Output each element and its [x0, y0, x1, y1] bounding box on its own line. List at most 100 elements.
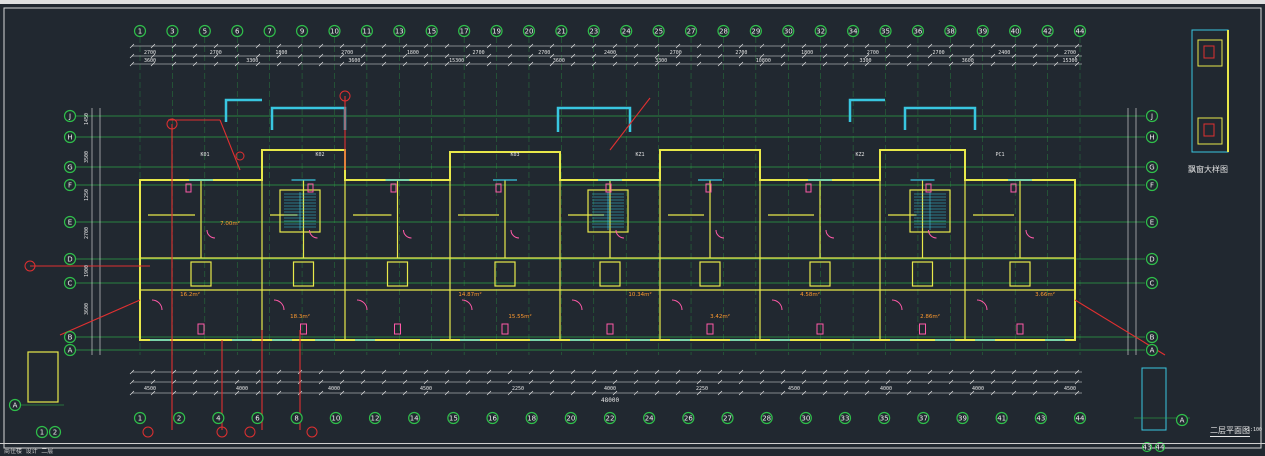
dimension-ticks: [129, 43, 1080, 396]
axis-label: 15: [449, 415, 458, 423]
axis-label: 8: [294, 415, 298, 423]
axis-bubble: 7: [263, 24, 276, 38]
dimension-value: 3300: [246, 58, 258, 64]
axis-label: 12: [371, 415, 380, 423]
axis-bubble: A: [1175, 413, 1189, 427]
dimension-value: 1900: [84, 265, 90, 277]
axis-bubble: A: [8, 398, 22, 412]
axis-label: 4: [216, 415, 221, 423]
axis-label: A: [68, 347, 73, 355]
axis-label: H: [67, 134, 72, 142]
axis-label: 13: [395, 28, 404, 36]
axis-bubble: 8: [290, 411, 303, 425]
axis-label: 40: [1011, 28, 1020, 36]
dimension-value: 2250: [696, 386, 708, 392]
footer-label: 商住楼 设计 二层: [4, 448, 54, 455]
axis-bubble: 15: [447, 411, 460, 425]
axis-label: 15: [427, 28, 436, 36]
axis-label: 11: [362, 28, 371, 36]
drawing-scale: 1:100: [1247, 427, 1263, 433]
axis-bubble: 27: [684, 24, 698, 38]
axis-label: A: [1180, 417, 1185, 425]
axis-bubble: 6: [251, 411, 264, 425]
interior-walls: [139, 180, 1076, 340]
dimension-value: 1800: [407, 50, 419, 56]
axis-label: 35: [881, 28, 890, 36]
dimension-value: 3600: [553, 58, 565, 64]
axis-label: 2: [53, 429, 57, 437]
axis-bubble: 13: [393, 24, 406, 38]
axis-label: 38: [946, 28, 955, 36]
axis-bubble: 39: [956, 411, 969, 425]
dimension-value: 3300: [860, 58, 872, 64]
axis-bubble: 30: [782, 24, 795, 38]
dimension-value: 3600: [84, 303, 90, 315]
dimension-value: 4500: [420, 386, 432, 392]
axis-bubble: 26: [682, 411, 695, 425]
component-tag: K01: [200, 152, 209, 158]
axis-bubble: 18: [525, 411, 538, 425]
axis-label: 20: [525, 28, 534, 36]
axis-label: 44: [1076, 415, 1085, 423]
dimension-chains: [91, 45, 1137, 394]
axis-label: H: [1149, 134, 1154, 142]
axis-label: 37: [919, 415, 928, 423]
axis-bubble: 2: [173, 411, 186, 425]
axis-label: 14: [410, 415, 419, 423]
axis-bubble: 44: [1073, 411, 1087, 425]
axis-label: 21: [557, 28, 566, 36]
axis-label: J: [68, 113, 71, 121]
axis-bubble: 19: [490, 24, 503, 38]
dimension-value: 3600: [144, 58, 156, 64]
axis-label: 43: [1143, 444, 1152, 452]
dimension-value: 2400: [998, 50, 1010, 56]
axis-bubble: 1: [133, 411, 147, 425]
dimension-value: 2400: [604, 50, 616, 56]
dimension-value: 4000: [236, 386, 248, 392]
axis-bubble: B: [63, 330, 77, 344]
axis-label: 17: [460, 28, 469, 36]
axis-label: B: [68, 334, 73, 342]
room-area-labels: 16.2m²18.3m²7.00m²14.87m²15.55m²10.34m²3…: [180, 152, 1055, 320]
dimension-value: 4000: [972, 386, 984, 392]
section-markers: [24, 90, 351, 438]
axis-bubble: 20: [522, 24, 536, 38]
axis-label: 27: [687, 28, 696, 36]
axis-bubble: 1: [35, 425, 49, 439]
footer-bar: 商住楼 设计 二层: [0, 443, 1265, 456]
axis-label: 24: [622, 28, 631, 36]
axis-label: 7: [267, 28, 271, 36]
dimension-value: 2700: [1064, 50, 1076, 56]
component-tag: K03: [510, 152, 519, 158]
axis-bubble: 33: [838, 411, 852, 425]
axis-bubble: A: [1145, 343, 1159, 357]
dimension-value: 3300: [655, 58, 667, 64]
bay-windows: [224, 98, 977, 132]
axis-bubble: 6: [231, 24, 244, 38]
axis-bubble: 43: [1141, 441, 1153, 453]
dimension-value: 4500: [788, 386, 800, 392]
dimension-value: 2700: [670, 50, 682, 56]
axis-bubble: G: [63, 160, 77, 174]
axis-label: C: [1150, 280, 1155, 288]
axis-label: 22: [606, 415, 615, 423]
axis-bubble: 42: [1041, 24, 1054, 38]
axis-label: 6: [235, 28, 240, 36]
detail-title: 飘窗大样图: [1188, 165, 1228, 174]
axis-label: 27: [723, 415, 732, 423]
axis-bubble: 21: [555, 24, 568, 38]
bay-window-detail: [1191, 29, 1229, 153]
dimension-value: 2700: [84, 227, 90, 239]
total-dimension-label: 48000: [601, 397, 620, 404]
axis-bubble: 4: [212, 411, 225, 425]
axis-label: 25: [654, 28, 663, 36]
dimension-value: 15300: [449, 58, 464, 64]
dimension-value: 3600: [348, 58, 360, 64]
room-area: 14.87m²: [458, 291, 481, 298]
room-area: 7.00m²: [220, 220, 240, 227]
axis-bubble: 38: [944, 24, 957, 38]
axis-label: 42: [1043, 28, 1052, 36]
axis-bubble: 44: [1154, 441, 1166, 453]
